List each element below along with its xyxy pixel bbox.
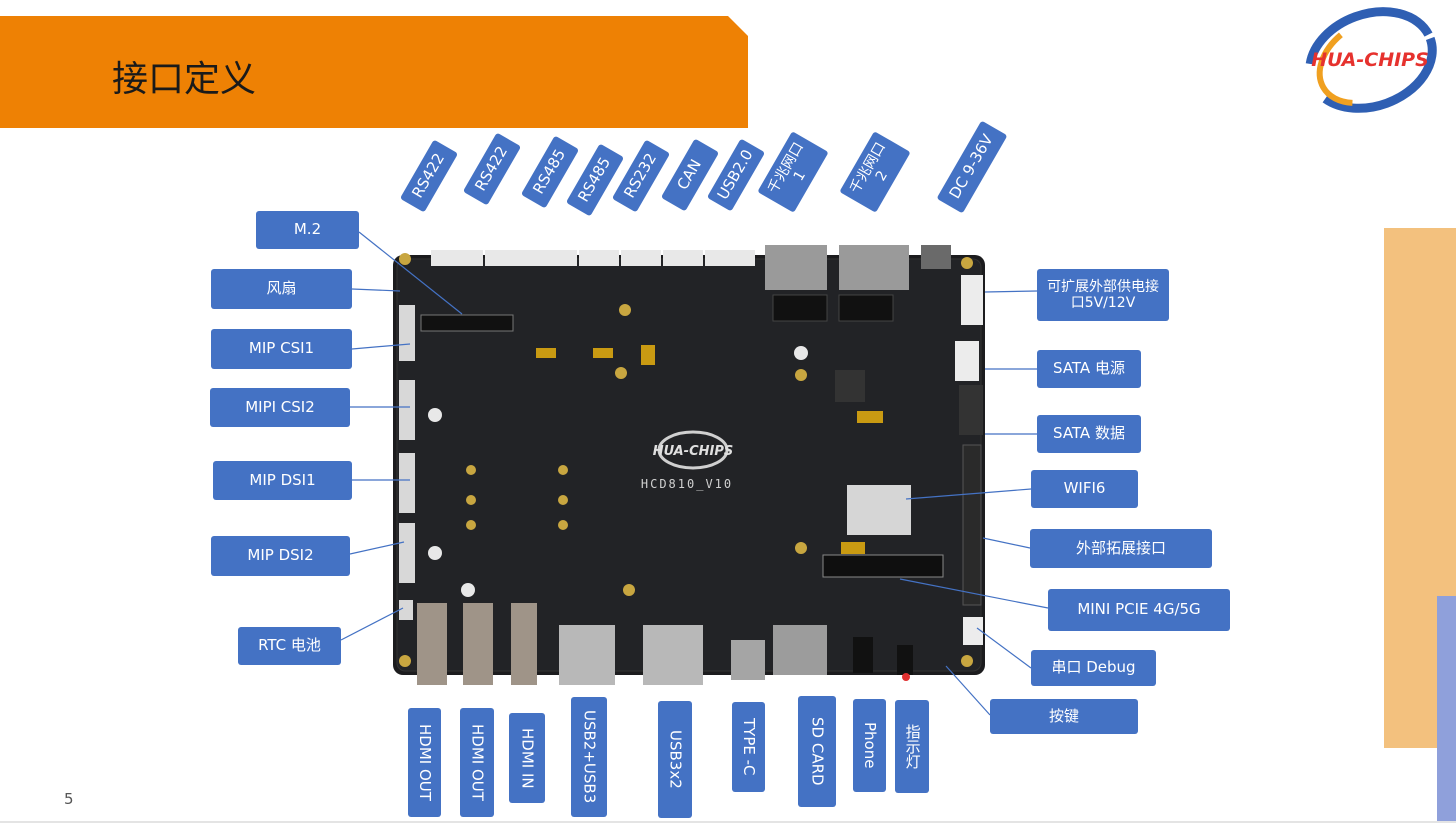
label-sata-power: SATA 电源 — [1037, 350, 1141, 388]
label-dc-power: DC 9-36V — [936, 120, 1008, 214]
label-mipi-csi2: MIPI CSI2 — [210, 388, 350, 427]
label-gigabit-port-1: 千兆网口1 — [757, 131, 829, 213]
label-mipi-dsi2: MIP DSI2 — [211, 536, 350, 576]
label-mipi-dsi1: MIP DSI1 — [213, 461, 352, 500]
label-gigabit-port-2: 千兆网口2 — [839, 131, 911, 213]
label-rtc-battery: RTC 电池 — [238, 627, 341, 665]
label-serial-debug: 串口 Debug — [1031, 650, 1156, 686]
label-expansion-port: 外部拓展接口 — [1030, 529, 1212, 568]
page-title: 接口定义 — [112, 59, 257, 100]
label-type-c: TYPE -C — [732, 702, 765, 792]
label-button: 按键 — [990, 699, 1138, 734]
label-mini-pcie: MINI PCIE 4G/5G — [1048, 589, 1230, 631]
label-fan: 风扇 — [211, 269, 352, 309]
label-external-power: 可扩展外部供电接口5V/12V — [1037, 269, 1169, 321]
label-phone: Phone — [853, 699, 886, 792]
label-sd-card: SD CARD — [798, 696, 836, 807]
label-mipi-csi1: MIP CSI1 — [211, 329, 352, 369]
label-rs422-1: RS422 — [399, 139, 459, 213]
bottom-divider — [0, 821, 1456, 823]
label-wifi6: WIFI6 — [1031, 470, 1138, 508]
label-m2: M.2 — [256, 211, 359, 249]
label-usb3x2: USB3x2 — [658, 701, 692, 818]
decorative-bar-blue — [1437, 596, 1456, 823]
hua-chips-logo: HUA-CHIPS — [1294, 6, 1444, 114]
label-indicator-light: 指示灯 — [895, 700, 929, 793]
board-model: HCD810_V10 — [641, 477, 733, 491]
label-usb2: USB2.0 — [706, 138, 766, 212]
label-hdmi-out-1: HDMI OUT — [408, 708, 441, 817]
logo-text: HUA-CHIPS — [1311, 49, 1429, 71]
page-number: 5 — [64, 790, 74, 808]
board-silk-logo: HUA-CHIPS — [653, 444, 733, 459]
board-image: HUA-CHIPS HCD810_V10 — [393, 245, 985, 685]
label-hdmi-in: HDMI IN — [509, 713, 545, 803]
title-banner — [0, 16, 748, 128]
label-rs232: RS232 — [611, 139, 671, 213]
label-hdmi-out-2: HDMI OUT — [460, 708, 494, 817]
label-usb2-usb3: USB2+USB3 — [571, 697, 607, 817]
label-can: CAN — [660, 138, 720, 212]
label-rs422-2: RS422 — [462, 132, 522, 206]
label-sata-data: SATA 数据 — [1037, 415, 1141, 453]
